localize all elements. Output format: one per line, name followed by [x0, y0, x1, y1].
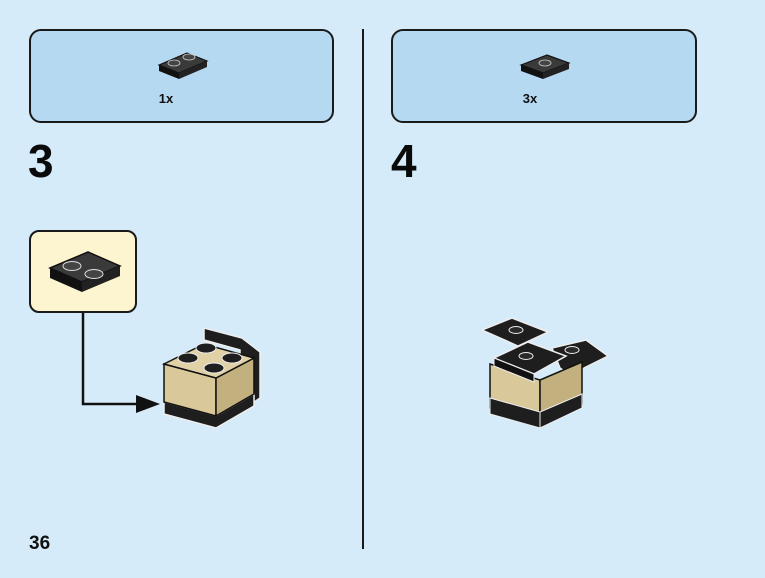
part-quantity: 3x [522, 91, 538, 106]
page-number: 36 [29, 533, 51, 554]
step-4-parts-list: 3x [391, 29, 697, 123]
plate-1x2-black-icon [157, 52, 209, 79]
sub-assembly-callout [29, 230, 137, 313]
step-divider [362, 29, 364, 549]
step-number: 3 [28, 135, 54, 187]
part-quantity: 1x [158, 91, 174, 106]
plate-1x2-black-icon [48, 251, 122, 292]
step-4-model [480, 317, 610, 429]
step-number: 4 [391, 135, 417, 187]
step-3-parts-list: 1x [29, 29, 334, 123]
jumper-plate-1x2-black-icon [519, 54, 571, 79]
step-3-model [161, 327, 261, 429]
